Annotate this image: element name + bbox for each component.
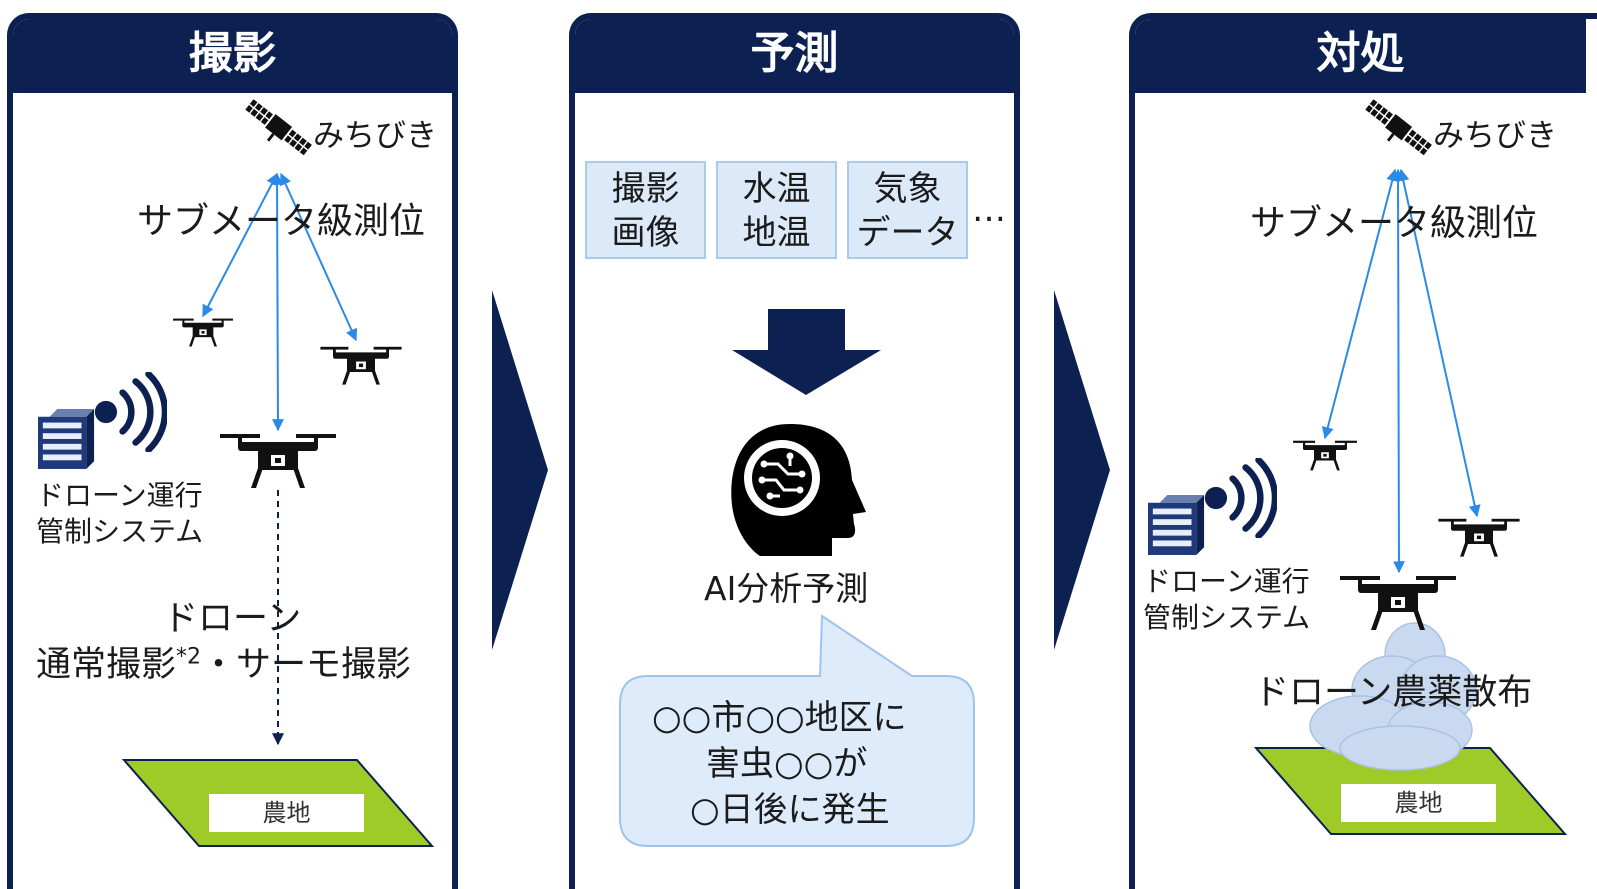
ellipsis: … bbox=[972, 190, 1006, 230]
wireless-signal-icon bbox=[1205, 460, 1275, 536]
input-chip-temperature: 水温 地温 bbox=[716, 161, 837, 259]
server-icon bbox=[1148, 495, 1205, 555]
ai-head-icon bbox=[731, 424, 866, 556]
satellite-label: みちびき bbox=[313, 118, 437, 154]
satellite-label: みちびき bbox=[1433, 118, 1557, 154]
input-chip-weather: 気象 データ bbox=[847, 161, 968, 259]
panel-capture-title: 撮影 bbox=[13, 19, 452, 93]
control-system-label-line2: 管制システム bbox=[36, 515, 204, 548]
satellite-icon bbox=[1360, 96, 1435, 164]
signal-line bbox=[279, 172, 358, 342]
drone-capture-label-line2: 通常撮影*2・サーモ撮影 bbox=[36, 636, 411, 687]
drone-icon bbox=[1438, 518, 1520, 557]
bubble-text-line2: 害虫○○が bbox=[706, 744, 868, 784]
speech-bubble bbox=[619, 614, 975, 847]
signal-line bbox=[1321, 168, 1399, 440]
farm-label: 農地 bbox=[209, 794, 364, 832]
drone-icon bbox=[1340, 576, 1456, 630]
down-arrow-icon bbox=[732, 309, 881, 395]
normal-capture-text: 通常撮影 bbox=[36, 645, 177, 685]
spray-cloud-icon bbox=[1309, 622, 1477, 771]
chevron-right-icon bbox=[492, 290, 548, 650]
control-system-label-line1: ドローン運行 bbox=[1143, 565, 1310, 598]
thermal-capture-text: ・サーモ撮影 bbox=[201, 645, 412, 685]
ai-prediction-label: AI分析予測 bbox=[704, 569, 869, 608]
signal-line bbox=[202, 172, 278, 318]
farm-label: 農地 bbox=[1341, 784, 1496, 822]
footnote-marker: *2 bbox=[176, 644, 202, 670]
bubble-text-line3: ○日後に発生 bbox=[690, 790, 890, 830]
signal-line bbox=[271, 172, 284, 432]
input-chip-image: 撮影 画像 bbox=[585, 161, 706, 259]
positioning-label: サブメータ級測位 bbox=[1250, 203, 1539, 244]
control-system-label-line2: 管制システム bbox=[1143, 601, 1311, 634]
drone-capture-label-line1: ドローン bbox=[163, 599, 302, 639]
bubble-text-line1: ○○市○○地区に bbox=[652, 698, 907, 738]
spray-label: ドローン農薬散布 bbox=[1254, 673, 1533, 713]
signal-line bbox=[1397, 168, 1481, 518]
panel-respond-title: 対処 bbox=[1135, 19, 1586, 93]
positioning-label: サブメータ級測位 bbox=[137, 201, 426, 242]
drone-icon bbox=[1293, 440, 1357, 471]
control-system-label-line1: ドローン運行 bbox=[36, 479, 203, 512]
chevron-right-icon bbox=[1054, 290, 1110, 650]
panel-predict-title: 予測 bbox=[575, 19, 1014, 93]
